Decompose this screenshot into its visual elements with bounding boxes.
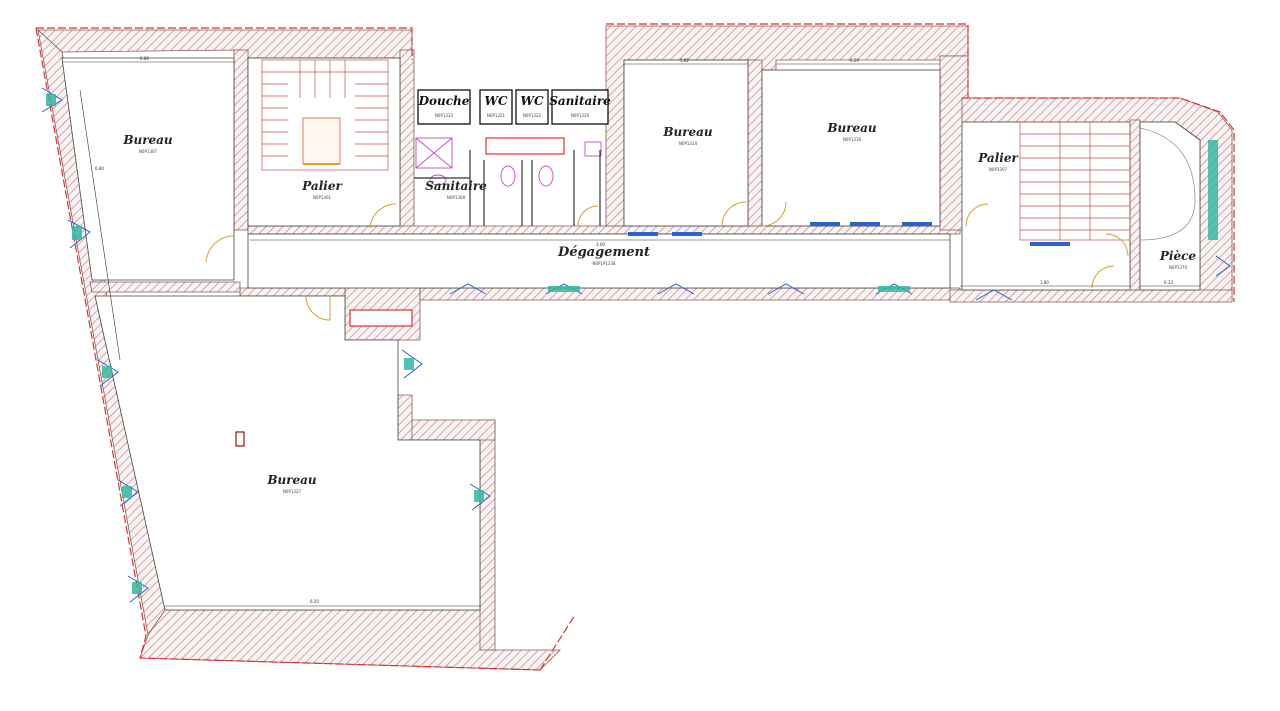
room-label-bureau-bottom: Bureau [266, 473, 317, 487]
box-label-sanitaire: Sanitaire [549, 94, 611, 108]
room-code-bureau-mid-a: N0P1314 [679, 141, 698, 146]
room-labels: Bureau N0P1307 Palier N0P1301 Sanitaire … [122, 121, 1196, 494]
column-marker [235, 431, 245, 447]
room-code-piece: N0P1370 [1169, 265, 1188, 270]
box-label-wc-1: WC [484, 94, 507, 108]
stair-left [261, 59, 389, 171]
room-label-sanitaire: Sanitaire [425, 179, 487, 193]
room-label-piece: Pièce [1159, 249, 1197, 263]
room-code-bureau-mid-b: N0P1316 [843, 137, 862, 142]
boxed-labels: Douche N0P1333 WC N0P1321 WC N0P1322 San… [417, 89, 611, 125]
box-label-wc-2: WC [520, 94, 543, 108]
room-label-palier-left: Palier [301, 179, 343, 193]
room-floors [61, 57, 1201, 611]
dimension-values: 6.80 5.02 6.20 6.20 3.00 1.80 6.33 6.80 [95, 56, 1173, 604]
dim-office-a: 5.02 [680, 58, 689, 63]
stair-right [1019, 121, 1196, 241]
room-label-bureau-top-left: Bureau [122, 133, 173, 147]
room-code-palier-right: N0P1307 [989, 167, 1008, 172]
room-label-degagement: Dégagement [557, 245, 650, 260]
radiator-marker [349, 309, 413, 327]
box-code-wc-2: N0P1322 [523, 113, 542, 118]
box-code-douche: N0P1333 [435, 113, 454, 118]
dim-right-a: 1.80 [1040, 280, 1049, 285]
room-label-bureau-mid-b: Bureau [826, 121, 877, 135]
dim-left-slant: 6.80 [95, 166, 104, 171]
room-code-bureau-bottom: N0P1327 [283, 489, 302, 494]
room-code-bureau-top-left: N0P1307 [139, 149, 158, 154]
site-boundary [35, 23, 1235, 671]
dim-right-b: 6.33 [1164, 280, 1173, 285]
interior-partitions [414, 137, 601, 226]
room-code-sanitaire: N0P1309 [447, 195, 466, 200]
room-code-palier-left: N0P1301 [313, 195, 332, 200]
room-code-degagement: N0P1P1338 [592, 261, 616, 266]
doors [205, 201, 1129, 321]
dimension-lines [62, 61, 1200, 607]
box-label-douche: Douche [418, 94, 470, 108]
dim-corridor: 3.00 [596, 242, 605, 247]
sanitary-fixtures [415, 137, 602, 187]
box-code-sanitaire: N0P1329 [571, 113, 590, 118]
box-code-wc-1: N0P1321 [487, 113, 506, 118]
room-label-palier-right: Palier [977, 151, 1019, 165]
dim-top-left: 6.80 [140, 56, 149, 61]
windows [41, 87, 1231, 603]
dim-bottom: 6.20 [310, 599, 319, 604]
room-label-bureau-mid-a: Bureau [662, 125, 713, 139]
dim-office-b: 6.20 [850, 58, 859, 63]
